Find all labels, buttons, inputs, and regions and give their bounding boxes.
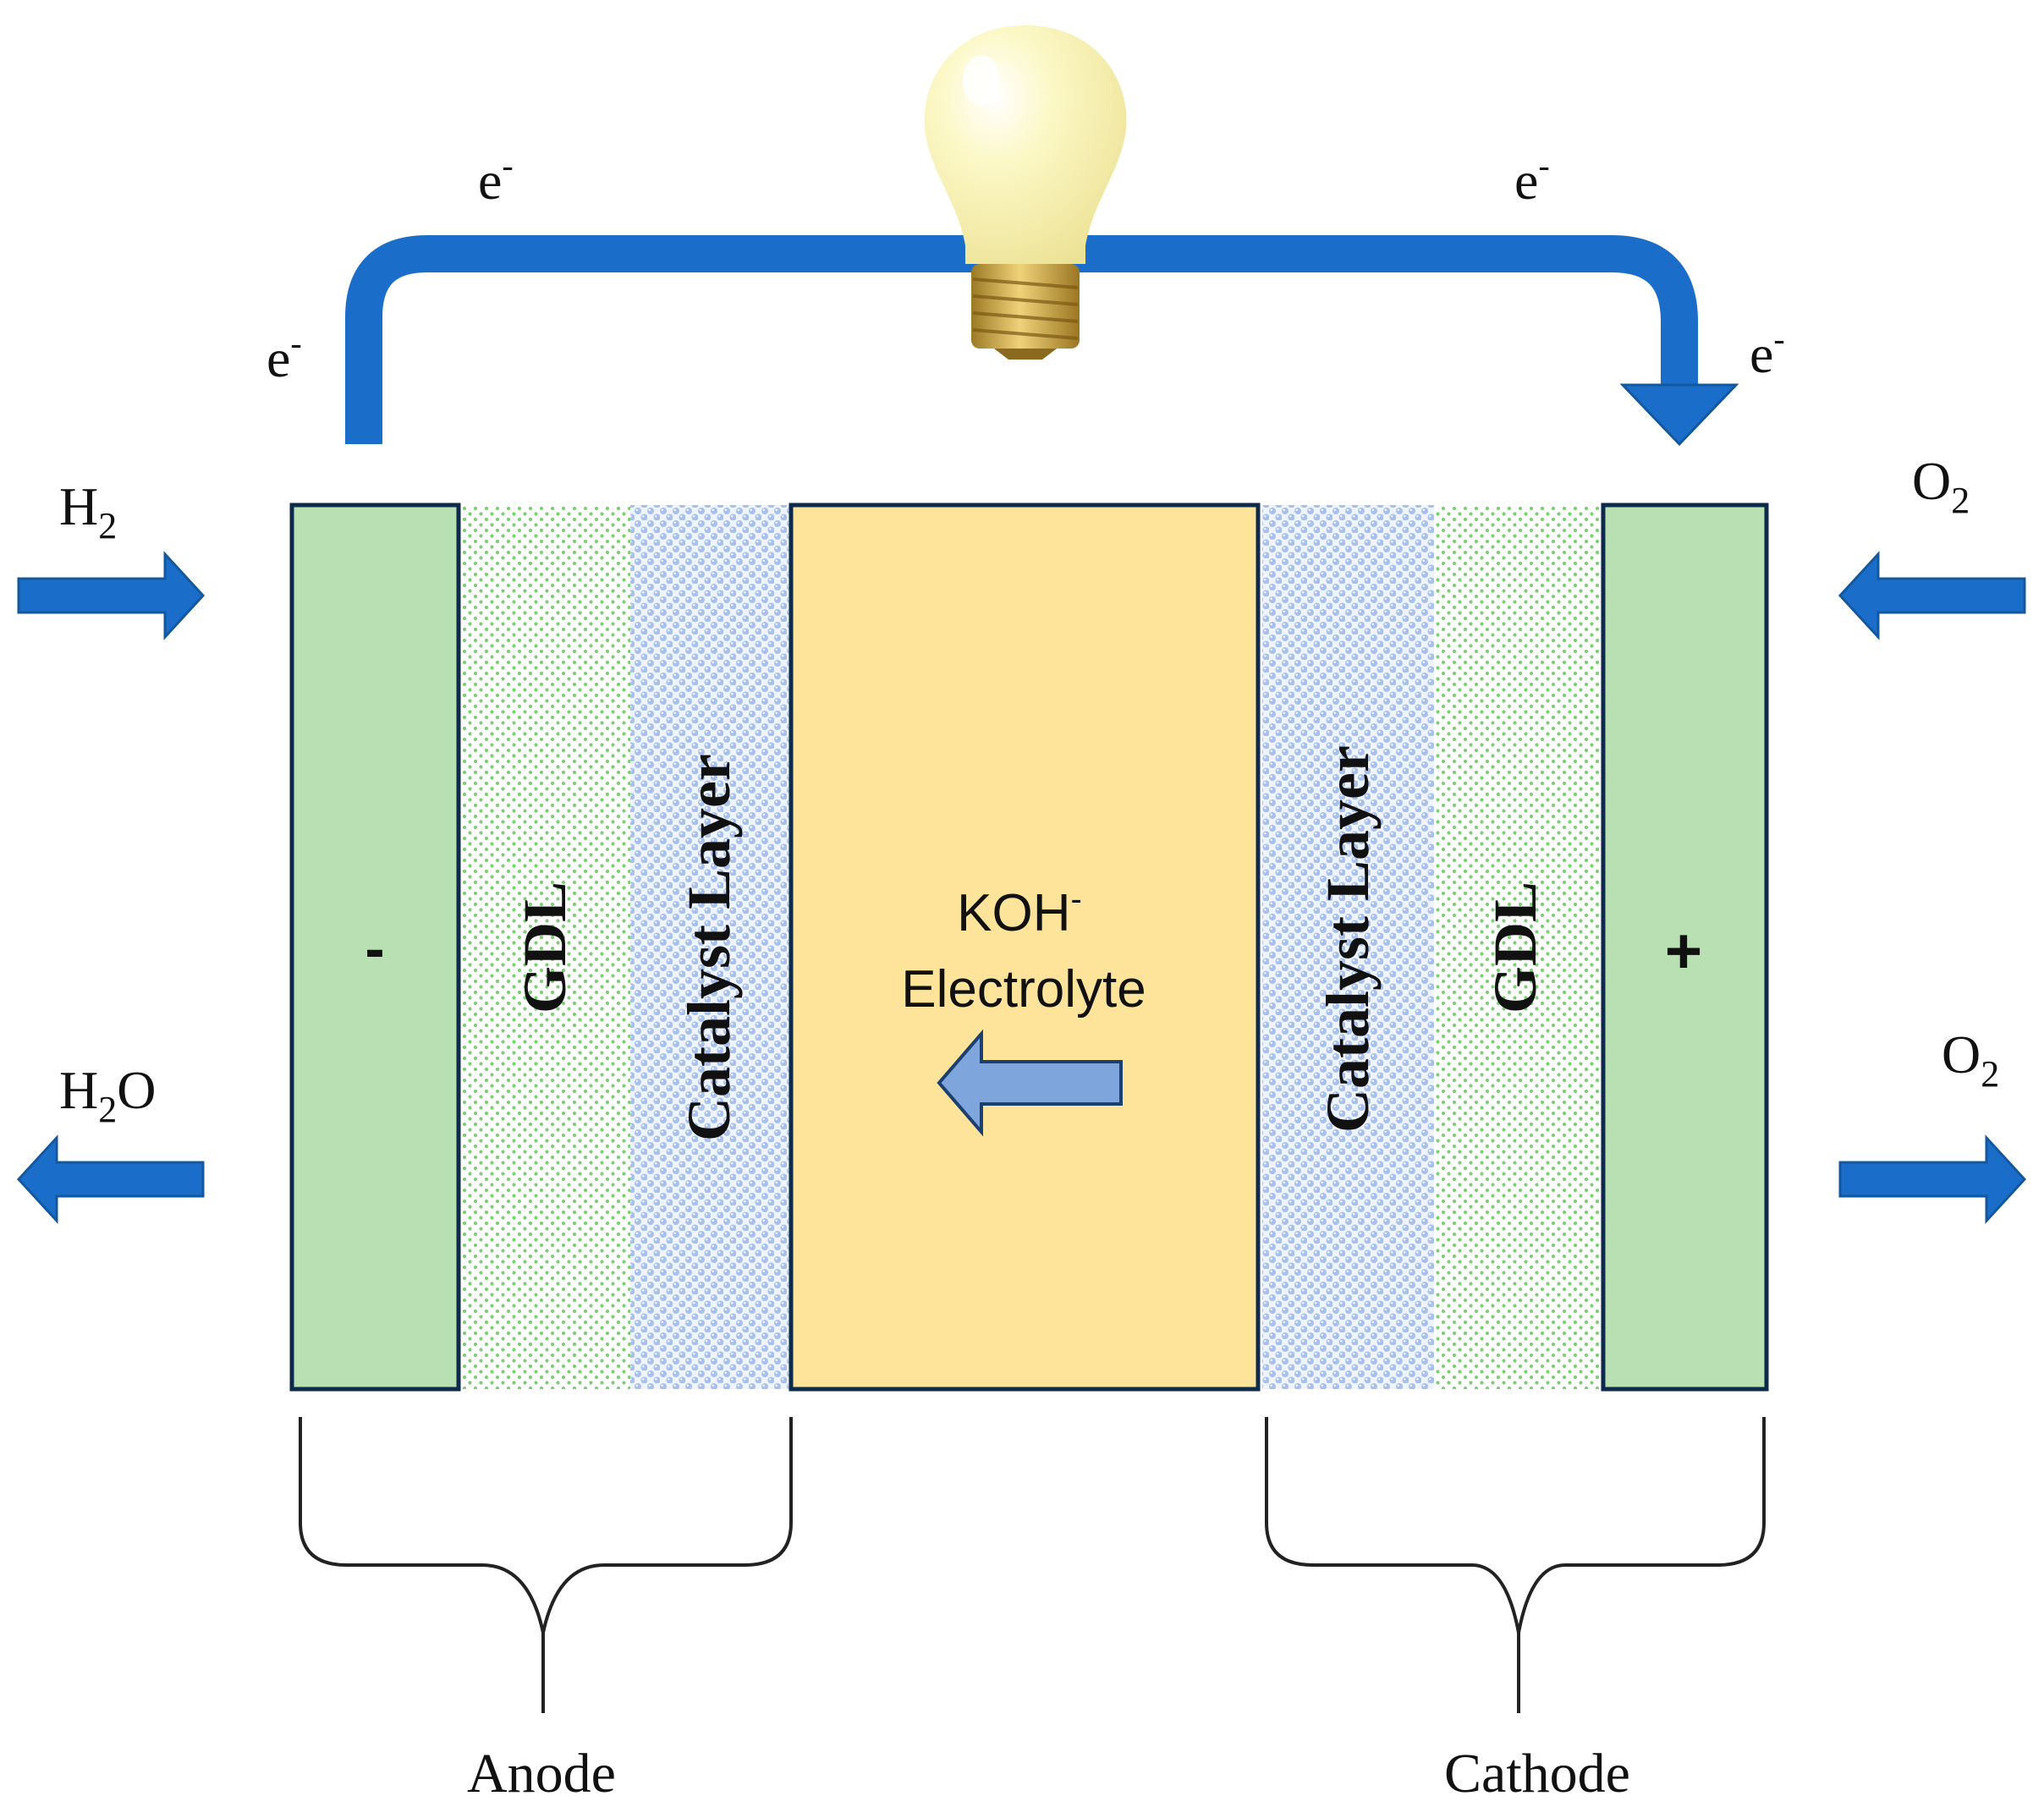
anode-brace	[299, 1417, 793, 1713]
electron-label-top-left: e-	[478, 146, 514, 211]
cathode-gdl	[1434, 505, 1602, 1389]
o2-inlet-label: O2	[1912, 451, 1970, 521]
h2o-outlet-label: H2O	[59, 1060, 156, 1130]
anode-catalyst-label: Catalyst Layer	[675, 754, 743, 1141]
electron-path-arrowhead	[1619, 383, 1739, 447]
cathode-electrode	[1601, 503, 1769, 1392]
electron-label-side-left: e-	[266, 324, 302, 388]
anode-gdl	[461, 505, 630, 1389]
electrolyte	[788, 503, 1261, 1392]
ion-flow-arrow	[937, 1029, 1123, 1137]
h2-inlet-label: H2	[59, 476, 117, 546]
anode-electrode	[289, 503, 461, 1392]
anode-catalyst-layer	[630, 505, 789, 1389]
anode-label: Anode	[467, 1743, 616, 1804]
o2-inlet-arrow	[1838, 551, 2026, 640]
light-bulb-icon	[924, 25, 1127, 360]
electron-label-side-right: e-	[1750, 320, 1785, 384]
anode-gdl-label: GDL	[511, 882, 579, 1013]
electrolyte-label: Electrolyte	[901, 960, 1146, 1019]
o2-outlet-arrow	[1838, 1134, 2027, 1224]
gas-arrows	[16, 551, 2027, 1224]
cathode-catalyst-layer	[1262, 505, 1434, 1389]
electron-label-top-right: e-	[1514, 146, 1550, 211]
o2-outlet-label: O2	[1942, 1024, 1999, 1095]
anode-sign: -	[365, 915, 384, 981]
fuel-cell	[289, 503, 1769, 1392]
cathode-brace	[1265, 1417, 1766, 1713]
external-circuit	[345, 235, 1739, 447]
h2-inlet-arrow	[17, 551, 206, 640]
electrolyte-ion-label: KOH-	[957, 881, 1082, 942]
cathode-sign: +	[1665, 915, 1702, 987]
cathode-catalyst-label: Catalyst Layer	[1314, 745, 1382, 1133]
electron-path-arrow	[345, 235, 1698, 444]
h2o-outlet-arrow	[16, 1134, 205, 1224]
cathode-gdl-label: GDL	[1481, 882, 1549, 1013]
cathode-label: Cathode	[1444, 1743, 1630, 1804]
